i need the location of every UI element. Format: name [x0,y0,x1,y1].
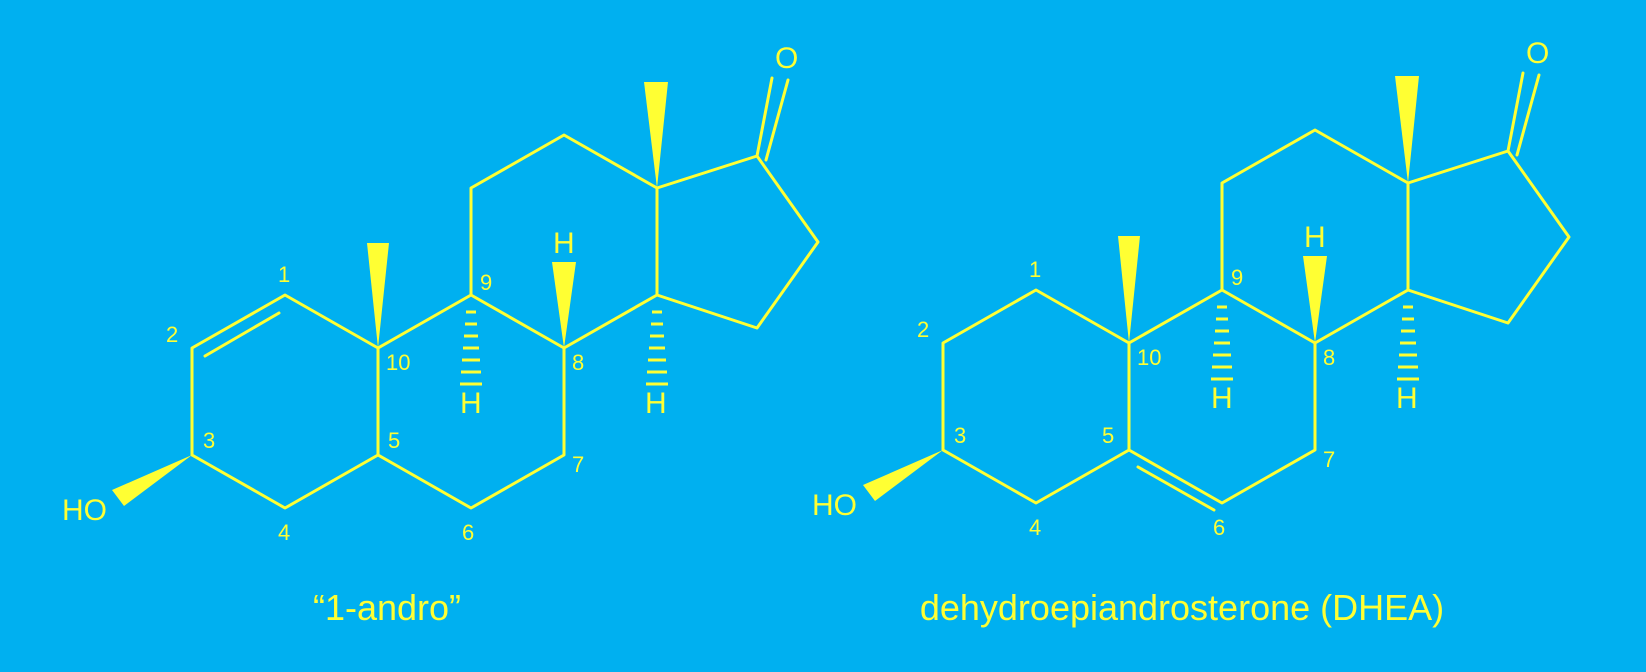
ring-b [376,293,566,510]
ring-b [1127,288,1317,505]
ring-d [655,154,820,330]
position-9: 9 [1231,265,1243,290]
position-9: 9 [480,270,492,295]
position-4: 4 [278,520,290,545]
h8-label: H [553,227,575,260]
position-10: 10 [386,350,410,375]
position-5: 5 [388,428,400,453]
carbonyl-bond-a [755,76,774,158]
position-5: 5 [1102,423,1114,448]
ho-wedge [112,455,192,506]
position-3: 3 [954,423,966,448]
caption-1-andro: “1-andro” [313,587,461,628]
ring-c [1220,128,1410,345]
position-6: 6 [462,520,474,545]
position-2: 2 [917,317,929,342]
methyl-wedge-10 [367,243,389,348]
h14-hash [1397,305,1419,381]
h8-wedge [552,262,576,348]
position-8: 8 [1323,345,1335,370]
h14-label: H [1396,382,1418,415]
position-2: 2 [166,322,178,347]
oxygen-label: O [1526,37,1549,70]
molecule-1-andro: O HO H H H 1 2 3 4 5 6 7 8 9 10 “1-andro… [62,42,820,628]
ring-d [1406,149,1571,325]
double-bond-1-2 [203,311,281,358]
carbonyl-bond-a [1506,71,1525,153]
double-bond-5-6 [1136,465,1216,512]
h14-hash [646,310,668,386]
position-1: 1 [278,262,290,287]
carbonyl-bond-b [764,78,790,162]
methyl-wedge-13 [644,82,668,188]
h8-wedge [1303,256,1327,343]
oxygen-label: O [775,42,798,75]
molecule-dhea: O HO H H H 1 2 3 4 5 6 7 8 9 10 dehydroe… [812,37,1571,628]
ring-c [469,133,659,350]
ho-wedge [863,450,943,501]
methyl-wedge-10 [1118,236,1140,343]
h8-label: H [1304,221,1326,254]
position-1: 1 [1029,257,1041,282]
position-10: 10 [1137,345,1161,370]
h9-label: H [1211,382,1233,415]
ring-a [190,293,380,510]
position-7: 7 [572,452,584,477]
h9-label: H [460,387,482,420]
position-7: 7 [1323,447,1335,472]
carbonyl-bond-b [1515,73,1541,157]
caption-dhea: dehydroepiandrosterone (DHEA) [920,587,1444,628]
hydroxyl-label: HO [812,489,857,522]
position-4: 4 [1029,515,1041,540]
hydroxyl-label: HO [62,494,107,527]
h9-hash [1211,305,1233,381]
h9-hash [460,310,482,386]
methyl-wedge-13 [1395,76,1419,183]
position-6: 6 [1213,515,1225,540]
position-8: 8 [572,350,584,375]
h14-label: H [645,387,667,420]
position-3: 3 [203,428,215,453]
ring-a [941,288,1131,505]
